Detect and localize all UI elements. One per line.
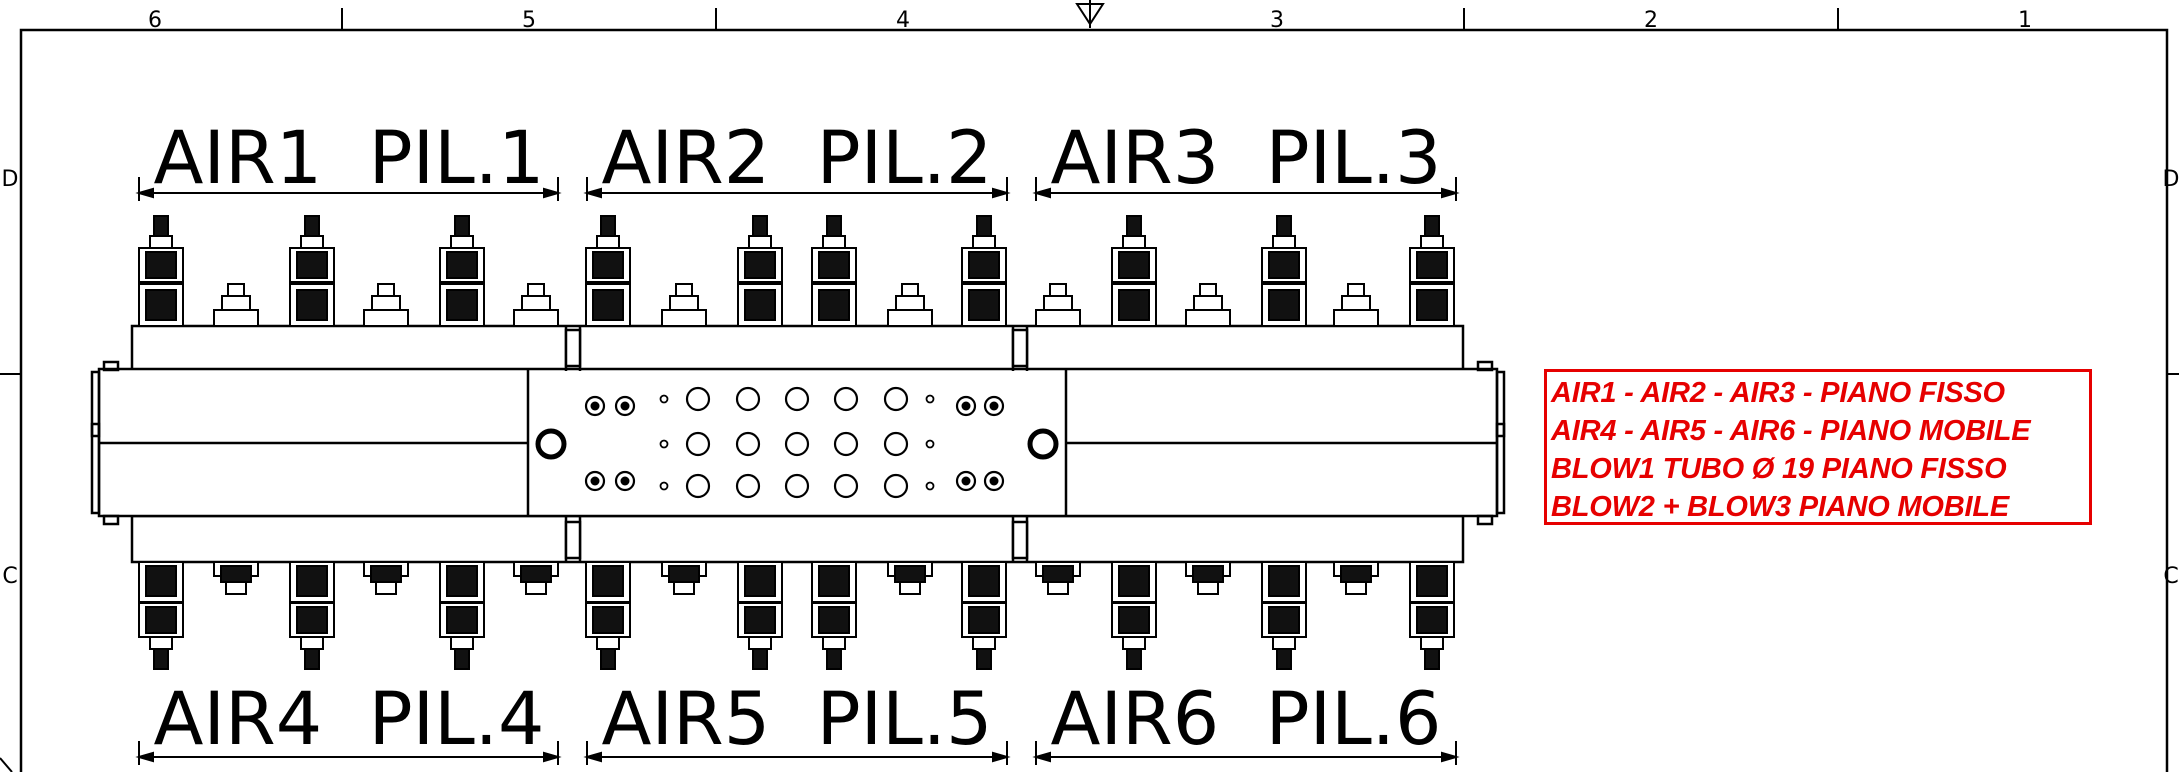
tall-valve: [289, 215, 335, 327]
group-label-air2-pil2: AIR2 PIL.2: [602, 116, 993, 201]
tall-valve: [138, 215, 184, 327]
tall-valve: [737, 215, 783, 327]
short-valve: [363, 561, 409, 595]
tall-valve: [1111, 561, 1157, 670]
tall-valve: [138, 561, 184, 670]
tall-valve: [1409, 561, 1455, 670]
col-label-5: 5: [522, 8, 536, 33]
manifold-assembly: [90, 324, 1506, 564]
short-valve: [661, 283, 707, 327]
short-valve: [513, 561, 559, 595]
col-label-6: 6: [148, 8, 162, 33]
group-label-air1-pil1: AIR1 PIL.1: [154, 116, 545, 201]
short-valve: [363, 283, 409, 327]
short-valve: [1333, 283, 1379, 327]
group-label-air4-pil4: AIR4 PIL.4: [154, 677, 545, 762]
short-valve: [1333, 561, 1379, 595]
tall-valve: [961, 561, 1007, 670]
short-valve: [887, 283, 933, 327]
port-holes: [584, 386, 1005, 499]
row-label-c-left: C: [2, 564, 17, 589]
tall-valve: [585, 561, 631, 670]
tall-valve: [585, 215, 631, 327]
note-line-4: BLOW2 + BLOW3 PIANO MOBILE: [1551, 491, 2010, 523]
short-valve: [1035, 283, 1081, 327]
tall-valve: [811, 215, 857, 327]
short-valve: [213, 561, 259, 595]
short-valve: [887, 561, 933, 595]
tall-valve: [1261, 215, 1307, 327]
tall-valve: [439, 561, 485, 670]
notes-box: AIR1 - AIR2 - AIR3 - PIANO FISSO AIR4 - …: [1544, 369, 2092, 525]
drawing-frame: [19, 28, 2169, 772]
column-ticks: [341, 8, 1839, 30]
dimension-lines: [135, 177, 1460, 765]
tall-valve: [1111, 215, 1157, 327]
tall-valve: [1409, 215, 1455, 327]
short-valve: [1185, 283, 1231, 327]
col-label-4: 4: [896, 8, 910, 33]
short-valve: [1035, 561, 1081, 595]
short-valve: [1185, 561, 1231, 595]
note-line-1: AIR1 - AIR2 - AIR3 - PIANO FISSO: [1551, 377, 2005, 409]
tall-valve: [811, 561, 857, 670]
col-label-1: 1: [2018, 8, 2032, 33]
row-label-c-right: C: [2163, 564, 2178, 589]
short-valve: [213, 283, 259, 327]
tall-valve: [439, 215, 485, 327]
group-label-air3-pil3: AIR3 PIL.3: [1051, 116, 1442, 201]
tall-valve: [737, 561, 783, 670]
row-label-d-left: D: [2, 167, 19, 192]
tall-valve: [1261, 561, 1307, 670]
note-line-2: AIR4 - AIR5 - AIR6 - PIANO MOBILE: [1551, 415, 2031, 447]
short-valve: [661, 561, 707, 595]
first-angle-projection-icon: [1075, 0, 1105, 28]
tall-valve: [289, 561, 335, 670]
group-label-air5-pil5: AIR5 PIL.5: [602, 677, 993, 762]
row-label-d-right: D: [2163, 167, 2179, 192]
short-valve: [513, 283, 559, 327]
note-line-3: BLOW1 TUBO Ø 19 PIANO FISSO: [1551, 453, 2007, 485]
col-label-2: 2: [1644, 8, 1658, 33]
valve-fittings: [138, 215, 1455, 670]
col-label-3: 3: [1270, 8, 1284, 33]
tall-valve: [961, 215, 1007, 327]
group-label-air6-pil6: AIR6 PIL.6: [1051, 677, 1442, 762]
